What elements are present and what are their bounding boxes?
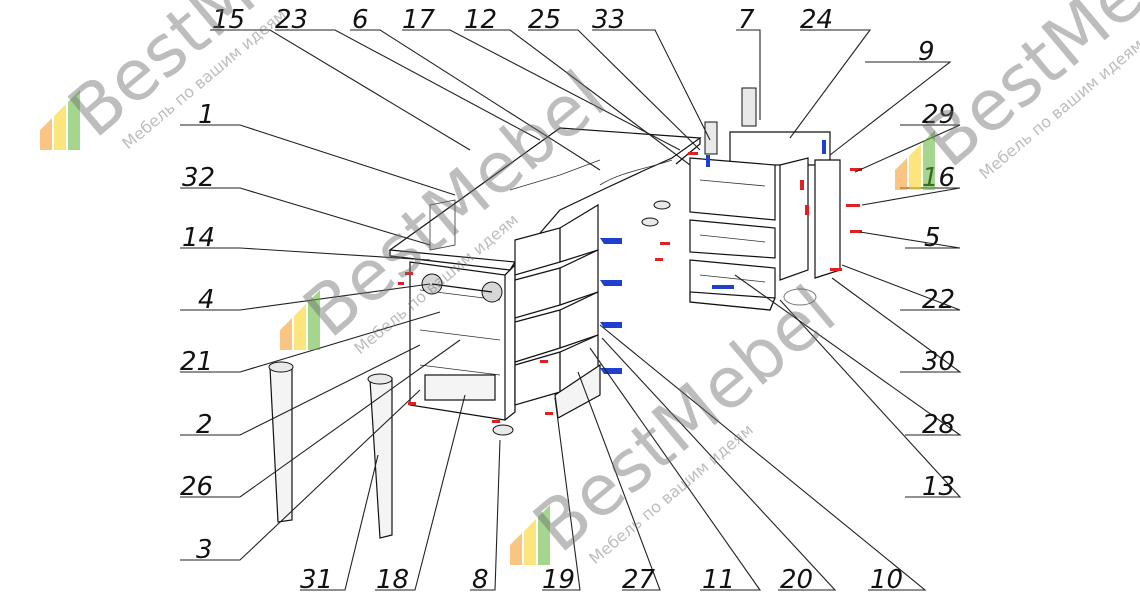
callout-12: 12 xyxy=(464,5,497,35)
callout-14: 14 xyxy=(182,223,215,253)
callout-3: 3 xyxy=(196,535,213,565)
glides xyxy=(492,200,817,436)
watermark-brand: BestMebel xyxy=(908,0,1140,183)
desk-drawing xyxy=(268,87,862,539)
watermark-logo-mark xyxy=(280,290,320,350)
right-cabinet xyxy=(689,87,841,311)
callout-21: 21 xyxy=(180,347,213,377)
callout-31: 31 xyxy=(300,565,333,595)
callout-13: 13 xyxy=(922,472,955,502)
callout-18: 18 xyxy=(376,565,409,595)
callout-24: 24 xyxy=(800,5,833,35)
callout-numbers: 15 23 6 17 12 25 33 7 24 9 29 16 5 22 30… xyxy=(180,5,955,595)
callout-30: 30 xyxy=(922,347,955,377)
callout-33: 33 xyxy=(592,5,625,35)
callout-32: 32 xyxy=(182,163,215,193)
callout-25: 25 xyxy=(528,5,561,35)
callout-5: 5 xyxy=(924,223,941,253)
callout-9: 9 xyxy=(918,37,935,67)
callout-15: 15 xyxy=(212,5,245,35)
callout-8: 8 xyxy=(472,565,489,595)
leader-lines xyxy=(180,29,962,591)
callout-10: 10 xyxy=(870,565,903,595)
callout-19: 19 xyxy=(542,565,575,595)
callout-27: 27 xyxy=(622,565,656,595)
callout-1: 1 xyxy=(198,100,215,130)
callout-29: 29 xyxy=(922,100,955,130)
watermark-logo-mark xyxy=(895,130,935,190)
left-drawers xyxy=(509,159,601,419)
callout-2: 2 xyxy=(196,410,213,440)
callout-28: 28 xyxy=(922,410,955,440)
callout-17: 17 xyxy=(402,5,436,35)
callout-7: 7 xyxy=(738,5,755,35)
callout-26: 26 xyxy=(180,472,213,502)
left-pedestal xyxy=(409,199,516,421)
callout-20: 20 xyxy=(780,565,813,595)
callout-4: 4 xyxy=(198,285,215,315)
legs xyxy=(268,361,393,539)
watermark-logo-mark xyxy=(510,505,550,565)
callout-22: 22 xyxy=(922,285,955,315)
watermark-logo-mark xyxy=(40,90,80,150)
callout-6: 6 xyxy=(352,5,369,35)
red-fasteners xyxy=(398,152,862,423)
callout-23: 23 xyxy=(275,5,308,35)
callout-11: 11 xyxy=(702,565,735,595)
